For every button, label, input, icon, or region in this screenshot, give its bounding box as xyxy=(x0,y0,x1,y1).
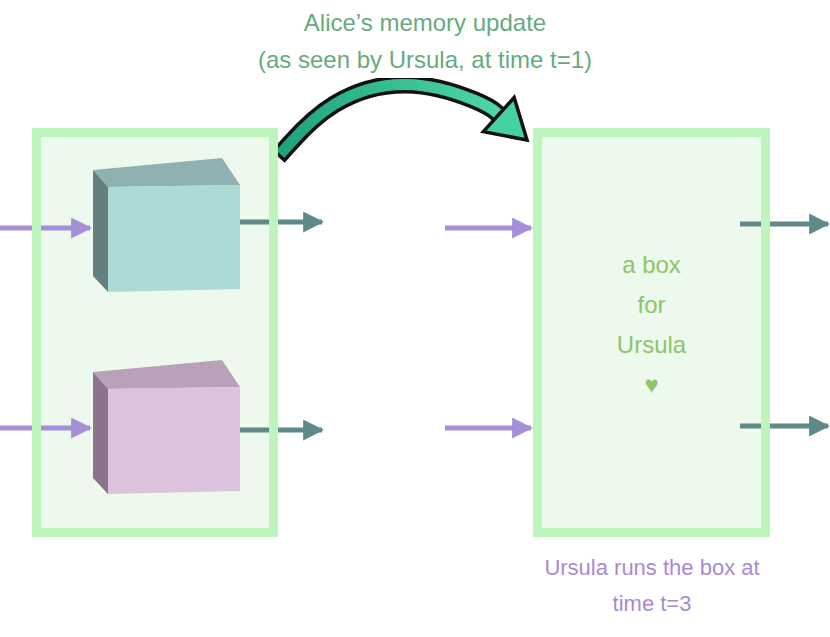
input-arrow xyxy=(445,426,531,431)
box-label: a box for Ursula ♥ xyxy=(542,245,761,405)
process-box xyxy=(32,128,278,537)
input-arrow xyxy=(0,226,90,231)
output-arrow xyxy=(740,222,828,227)
output-arrow xyxy=(240,428,322,433)
input-arrow xyxy=(0,426,90,431)
edge-label: Alice’s memory update (as seen by Ursula… xyxy=(252,4,598,78)
pink-cube xyxy=(93,360,240,494)
box-fill xyxy=(36,132,274,533)
output-arrow xyxy=(240,220,322,225)
box-caption: Ursula runs the box at time t=3 xyxy=(532,550,772,622)
input-arrow xyxy=(445,226,531,231)
output-arrow xyxy=(740,424,828,429)
teal-cube xyxy=(93,158,240,292)
memory-update-arrow xyxy=(284,84,527,150)
box-fill xyxy=(537,132,766,533)
process-box: a box for Ursula ♥Ursula runs the box at… xyxy=(533,128,770,537)
